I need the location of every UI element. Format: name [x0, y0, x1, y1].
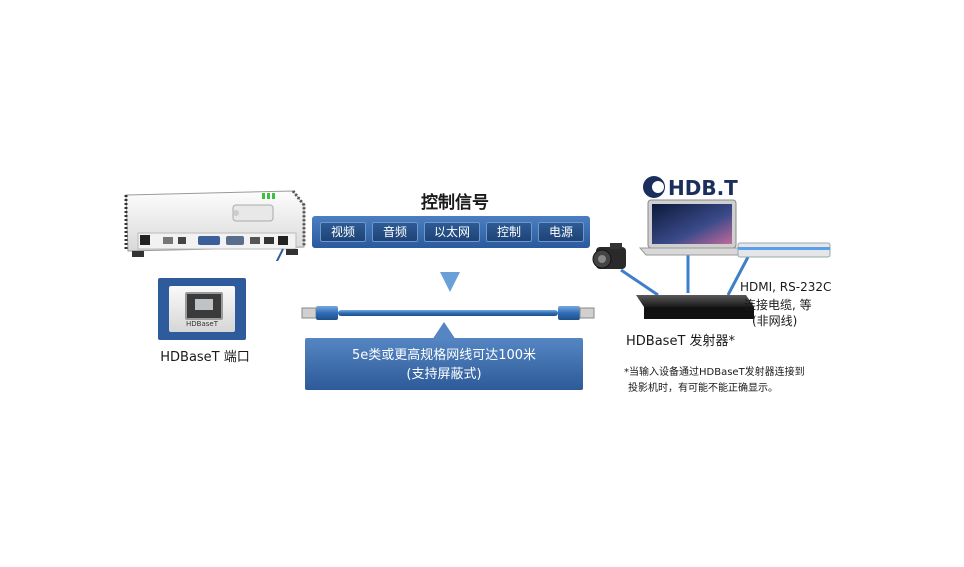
signal-control: 控制	[486, 222, 532, 242]
transmitter-label: HDBaseT 发射器*	[626, 334, 736, 349]
signal-power: 电源	[538, 222, 584, 242]
connection-line-3: (非网线)	[752, 314, 798, 328]
connection-line-1: HDMI, RS-232C	[740, 280, 832, 294]
box-notch	[432, 322, 456, 340]
source-devices-illustration	[592, 199, 831, 319]
network-cable-illustration	[301, 306, 595, 320]
hdbaset-port-closeup: HDBaseT	[158, 278, 246, 340]
footnote-line-2: 投影机时，有可能不能正确显示。	[628, 383, 778, 394]
hdbaset-port-label: HDBaseT 端口	[160, 350, 250, 365]
down-arrow-icon	[440, 272, 460, 292]
connection-line-2: 连接电缆, 等	[744, 298, 812, 312]
cable-spec-box	[305, 338, 583, 390]
control-signal-title: 控制信号	[421, 193, 489, 213]
signal-audio: 音频	[372, 222, 418, 242]
projector-illustration	[124, 190, 306, 261]
svg-text:HDB.T: HDB.T	[668, 176, 738, 200]
footnote-line-1: *当输入设备通过HDBaseT发射器连接到	[624, 367, 805, 378]
cable-shield-text: (支持屏蔽式)	[406, 367, 482, 382]
cable-spec-text: 5e类或更高规格网线可达100米	[351, 348, 537, 363]
port-tag: HDBaseT	[186, 320, 218, 328]
signal-bar: 视频 音频 以太网 控制 电源	[312, 216, 590, 248]
signal-video: 视频	[320, 222, 366, 242]
hdbt-logo: HDB.T	[640, 173, 750, 201]
rj45-jack-icon	[185, 292, 223, 320]
signal-ethernet: 以太网	[424, 222, 480, 242]
